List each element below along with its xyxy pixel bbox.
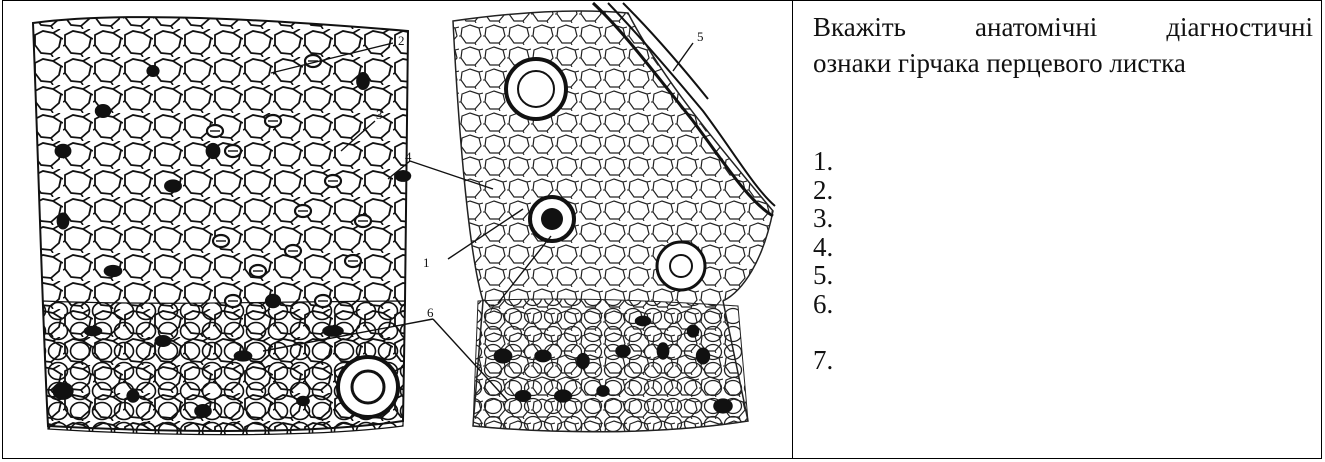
druse-crystal: [494, 348, 513, 363]
druse-crystal: [194, 404, 212, 418]
gland-4: [338, 357, 398, 417]
druse-crystal: [95, 104, 111, 118]
druse-crystal: [554, 389, 572, 402]
druse-crystal: [356, 72, 370, 90]
leaf-anatomy-illustration: 2 3 4 5 6 1 7: [3, 1, 791, 458]
figure-label-2: 2: [398, 33, 405, 48]
druse-crystal: [57, 212, 70, 229]
druse-crystal: [55, 144, 72, 158]
figure-label-4: 4: [405, 149, 412, 164]
answer-item-6[interactable]: 6.: [813, 290, 833, 319]
druse-crystal: [635, 316, 652, 327]
druse-crystal: [296, 396, 310, 406]
druse-crystal: [696, 347, 710, 364]
druse-crystal: [155, 335, 172, 347]
druse-crystal: [146, 65, 159, 77]
druse-crystal: [515, 390, 532, 402]
figure-label-3: 3: [376, 107, 383, 122]
druse-crystal: [206, 143, 221, 159]
gland-3: [657, 242, 705, 290]
answer-item-2[interactable]: 2.: [813, 176, 833, 205]
druse-crystal: [596, 385, 609, 397]
question-word-2: анатомічні: [975, 9, 1097, 45]
answer-item-5[interactable]: 5.: [813, 261, 833, 290]
answer-item-1[interactable]: 1.: [813, 147, 833, 176]
question-word-3: діагностичні: [1166, 9, 1313, 45]
gland-1: [506, 59, 566, 119]
druse-crystal: [576, 353, 590, 369]
question-line-1: Вкажіть анатомічні діагностичні: [813, 9, 1313, 45]
druse-crystal: [615, 345, 631, 358]
question-line-2: ознаки гірчака перцевого листка: [813, 45, 1313, 81]
right-section-lower: [473, 299, 748, 432]
druse-crystal: [126, 389, 139, 403]
question-cell: Вкажіть анатомічні діагностичні ознаки г…: [793, 1, 1321, 458]
figure-label-1: 1: [423, 255, 430, 270]
question-word-1: Вкажіть: [813, 9, 906, 45]
druse-crystal: [234, 350, 253, 361]
figure-label-5: 5: [697, 29, 704, 44]
answer-item-3[interactable]: 3.: [813, 204, 833, 233]
druse-crystal: [657, 342, 670, 359]
druse-crystal: [265, 294, 281, 308]
druse-crystal: [322, 325, 344, 337]
druse-crystal: [52, 382, 73, 400]
druse-crystal: [164, 179, 182, 192]
answer-item-7[interactable]: 7.: [813, 346, 833, 375]
figure-label-7: 7: [488, 301, 495, 316]
answer-list: 1. 2. 3. 4. 5. 6. 7.: [813, 147, 833, 375]
answer-item-4[interactable]: 4.: [813, 233, 833, 262]
druse-crystal: [687, 324, 699, 337]
druse-crystal: [534, 350, 551, 363]
figure-label-6: 6: [427, 305, 434, 320]
druse-crystal: [84, 326, 103, 337]
druse-crystal: [104, 265, 123, 277]
druse-crystal: [713, 398, 733, 413]
figure-cell: 2 3 4 5 6 1 7: [3, 1, 793, 458]
